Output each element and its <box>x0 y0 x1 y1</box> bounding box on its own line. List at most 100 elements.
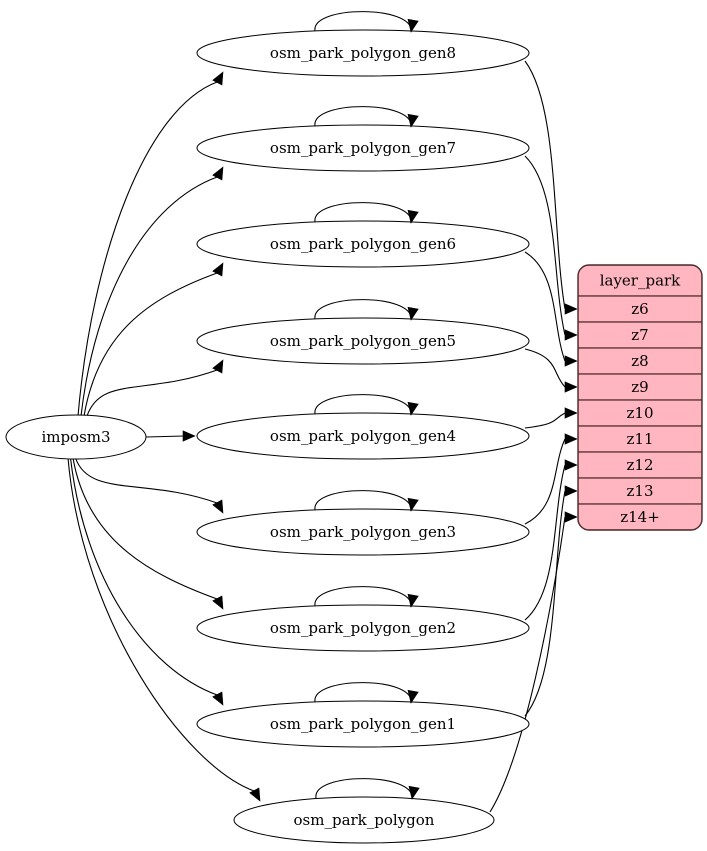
table-row-z10[interactable] <box>578 399 702 427</box>
table-header-cell <box>578 265 702 297</box>
table-row-label-z7: z7 <box>631 326 648 344</box>
table-row-label-z6: z6 <box>631 300 648 318</box>
node-gen7[interactable]: osm_park_polygon_gen7 <box>196 124 530 172</box>
self-loop-gen2 <box>314 586 412 608</box>
arrowhead-imposm3-to-gen1 <box>212 691 224 706</box>
arrowhead-gen1-to-z13 <box>564 485 578 497</box>
node-ellipse-imposm3[interactable] <box>5 414 147 460</box>
arrowhead-imposm3-to-gen4 <box>182 430 196 442</box>
table-row-label-z11: z11 <box>627 430 654 448</box>
table-row-z12[interactable] <box>578 451 702 479</box>
table-row-z11[interactable] <box>578 425 702 453</box>
node-gen4[interactable]: osm_park_polygon_gen4 <box>196 412 530 460</box>
nodes-layer: imposm3 osm_park_polygon_gen8 osm_park_pol… <box>5 11 530 844</box>
edge-gen3-to-z11 <box>524 438 566 525</box>
node-label-gen2: osm_park_polygon_gen2 <box>270 619 456 637</box>
table-row-z14+[interactable] <box>578 503 702 530</box>
node-ellipse-gen4[interactable] <box>196 412 530 460</box>
self-loop-gen8 <box>314 11 412 33</box>
self-loop-gen3 <box>314 490 412 512</box>
node-ellipse-gen2[interactable] <box>196 604 530 652</box>
node-gen6[interactable]: osm_park_polygon_gen6 <box>196 220 530 268</box>
node-gen1[interactable]: osm_park_polygon_gen1 <box>196 700 530 748</box>
node-ellipse-gen6[interactable] <box>196 220 530 268</box>
arrowhead-gen5-to-z9 <box>564 381 578 393</box>
node-gen2[interactable]: osm_park_polygon_gen2 <box>196 604 530 652</box>
edge-imposm3-to-gen7 <box>80 176 219 417</box>
node-gen8[interactable]: osm_park_polygon_gen8 <box>196 29 530 77</box>
node-gen5[interactable]: osm_park_polygon_gen5 <box>196 317 530 365</box>
node-label-gen6: osm_park_polygon_gen6 <box>270 235 456 253</box>
self-loop-gen4 <box>314 394 412 416</box>
self-loop-gen7 <box>314 106 412 128</box>
edge-gen7-to-z7 <box>524 155 566 336</box>
arrowhead-imposm3-to-gen3 <box>212 499 224 514</box>
table-row-z13[interactable] <box>578 477 702 505</box>
edge-gen5-to-z9 <box>524 348 566 388</box>
arrowhead-gen6-to-z8 <box>564 355 578 367</box>
edge-gen1-to-z13 <box>524 490 566 717</box>
table-row-label-z13: z13 <box>627 482 654 500</box>
arrowhead-gen2-to-z12 <box>564 459 578 471</box>
arrowhead-gen7-to-z7 <box>564 329 578 341</box>
self-loop-arrowhead-gen6 <box>407 209 419 224</box>
arrowhead-imposm3-to-gen5 <box>212 359 224 374</box>
self-loop-gen5 <box>314 299 412 321</box>
table-row-label-z10: z10 <box>627 404 654 422</box>
edge-gen8-to-z6 <box>524 60 566 310</box>
node-label-base: osm_park_polygon <box>294 811 435 829</box>
edge-imposm3-to-gen6 <box>83 272 219 417</box>
edge-imposm3-to-gen4 <box>145 435 185 438</box>
node-label-gen4: osm_park_polygon_gen4 <box>270 427 456 445</box>
node-label-gen8: osm_park_polygon_gen8 <box>270 44 456 62</box>
table-row-z9[interactable] <box>578 373 702 401</box>
arrowhead-gen8-to-z6 <box>564 303 578 315</box>
node-label-gen3: osm_park_polygon_gen3 <box>270 523 456 541</box>
arrowhead-imposm3-to-gen8 <box>212 71 224 86</box>
table-outline <box>577 264 703 531</box>
arrowhead-imposm3-to-gen7 <box>212 166 224 181</box>
node-label-gen1: osm_park_polygon_gen1 <box>270 715 456 733</box>
edge-imposm3-to-base <box>67 457 256 792</box>
self-loop-gen6 <box>314 202 412 224</box>
edges-layer <box>67 60 578 813</box>
edge-imposm3-to-gen2 <box>72 457 219 600</box>
self-loop-gen1 <box>314 682 412 704</box>
node-ellipse-gen7[interactable] <box>196 124 530 172</box>
arrowhead-base-to-z14+ <box>564 511 578 523</box>
edge-imposm3-to-gen8 <box>77 81 219 417</box>
self-loop-arrowhead-gen5 <box>407 306 419 321</box>
node-ellipse-gen3[interactable] <box>196 508 530 556</box>
arrowhead-imposm3-to-gen6 <box>212 262 224 277</box>
table-title: layer_park <box>600 272 681 290</box>
arrowhead-imposm3-to-gen2 <box>212 595 224 610</box>
self-loop-arrowhead-gen4 <box>407 401 419 416</box>
table-row-label-z9: z9 <box>631 378 648 396</box>
arrowhead-imposm3-to-base <box>249 787 261 802</box>
node-base[interactable]: osm_park_polygon <box>233 796 495 844</box>
self-loop-arrowhead-gen1 <box>407 689 419 704</box>
edge-imposm3-to-gen5 <box>86 369 219 417</box>
edge-gen4-to-z10 <box>524 412 566 429</box>
edge-imposm3-to-gen3 <box>74 457 219 504</box>
table-row-label-z8: z8 <box>631 352 648 370</box>
table-row-label-z14+: z14+ <box>620 508 660 526</box>
node-ellipse-base[interactable] <box>233 796 495 844</box>
self-loop-arrowhead-gen8 <box>407 18 419 33</box>
node-ellipse-gen5[interactable] <box>196 317 530 365</box>
node-ellipse-gen1[interactable] <box>196 700 530 748</box>
edge-gen2-to-z12 <box>524 464 566 621</box>
arrowhead-gen3-to-z11 <box>564 433 578 445</box>
edge-base-to-z14+ <box>489 516 566 813</box>
edge-imposm3-to-gen1 <box>69 457 219 696</box>
self-loop-base <box>315 778 413 800</box>
edge-gen6-to-z8 <box>524 251 566 362</box>
node-gen3[interactable]: osm_park_polygon_gen3 <box>196 508 530 556</box>
node-ellipse-gen8[interactable] <box>196 29 530 77</box>
self-loop-arrowhead-base <box>408 785 420 800</box>
node-label-gen7: osm_park_polygon_gen7 <box>270 139 456 157</box>
node-imposm3[interactable]: imposm3 <box>5 414 147 460</box>
